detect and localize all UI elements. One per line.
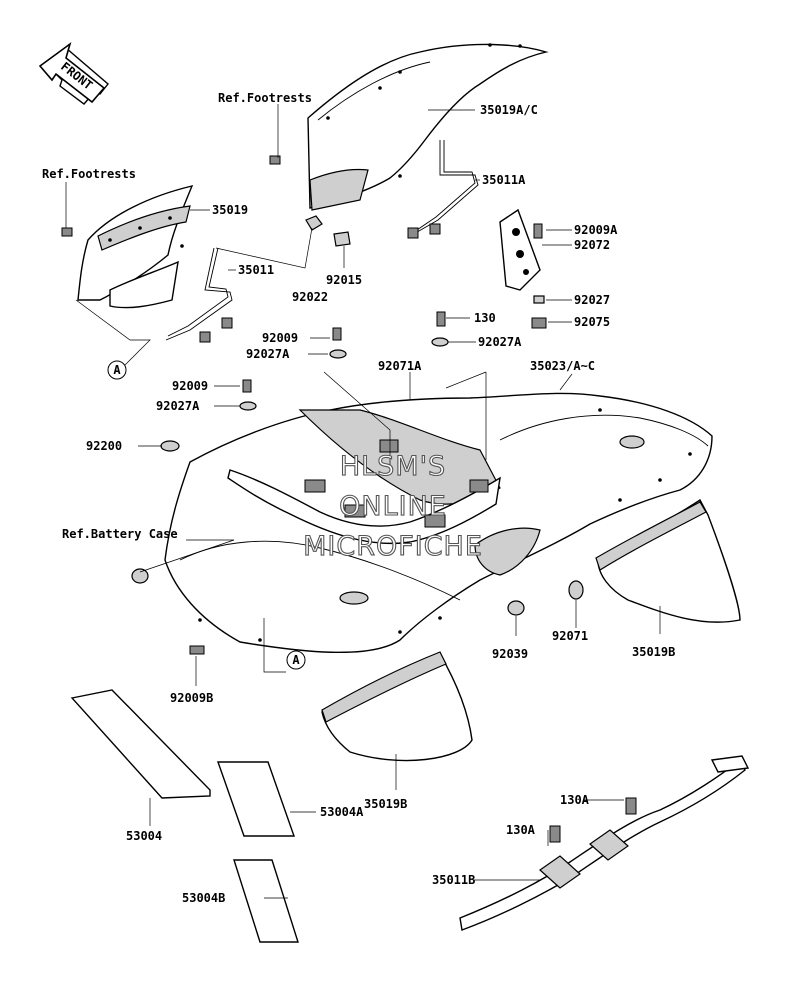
brace-35011B: [459, 755, 750, 931]
fender-35019AC: [307, 43, 549, 211]
label-130: 130: [474, 311, 496, 325]
label-92009B: 92009B: [170, 691, 213, 705]
label-92009-a: 92009: [262, 331, 298, 345]
label-92039: 92039: [492, 647, 528, 661]
label-ref-footrests-1: Ref.Footrests: [218, 91, 312, 105]
label-53004B: 53004B: [182, 891, 225, 905]
callout-a-lower: A: [286, 650, 306, 670]
svg-text:A: A: [113, 363, 121, 377]
label-35019AC: 35019A/C: [480, 103, 538, 117]
callout-a-upper: A: [107, 360, 127, 380]
label-35011A: 35011A: [482, 173, 526, 187]
svg-text:ONLINE: ONLINE: [339, 491, 447, 522]
svg-text:MICROFICHE: MICROFICHE: [303, 531, 483, 562]
label-35019: 35019: [212, 203, 248, 217]
label-92200: 92200: [86, 439, 122, 453]
label-35023: 35023/A~C: [530, 359, 595, 373]
label-92027: 92027: [574, 293, 610, 307]
fender-35019: [77, 185, 194, 309]
label-92027A-b: 92027A: [156, 399, 200, 413]
hardware: [61, 155, 584, 655]
svg-text:A: A: [292, 653, 300, 667]
label-92027A-top: 92027A: [478, 335, 522, 349]
svg-text:HLSM'S: HLSM'S: [340, 451, 446, 482]
label-92072: 92072: [574, 238, 610, 252]
label-92071A: 92071A: [378, 359, 422, 373]
body-panel-35023: [164, 392, 713, 654]
label-130A-bottom: 130A: [506, 823, 536, 837]
label-92022: 92022: [292, 290, 328, 304]
watermark: HLSM'S ONLINE MICROFICHE: [303, 450, 483, 562]
label-ref-battery-case: Ref.Battery Case: [62, 527, 178, 541]
label-35011: 35011: [238, 263, 274, 277]
label-92009-b: 92009: [172, 379, 208, 393]
mudflap-35019B-right: [595, 498, 741, 623]
decals: [70, 689, 299, 943]
label-53004A: 53004A: [320, 805, 364, 819]
label-130A-top: 130A: [560, 793, 590, 807]
label-53004: 53004: [126, 829, 162, 843]
front-arrow-icon: FRONT: [38, 41, 109, 105]
label-92071: 92071: [552, 629, 588, 643]
label-ref-footrests-2: Ref.Footrests: [42, 167, 136, 181]
label-92015: 92015: [326, 273, 362, 287]
mudflap-35019B-bottom: [321, 651, 473, 762]
part-labels: Ref.Footrests 35019A/C 35011A Ref.Footre…: [42, 91, 675, 905]
label-35011B: 35011B: [432, 873, 475, 887]
label-92009A: 92009A: [574, 223, 618, 237]
label-35019B-bottom: 35019B: [364, 797, 407, 811]
label-92027A-a: 92027A: [246, 347, 290, 361]
bracket-92072: [499, 208, 541, 291]
bracket-35011A: [407, 140, 479, 239]
bracket-35011: [165, 247, 233, 343]
label-35019B-right: 35019B: [632, 645, 675, 659]
leader-lines: [65, 104, 661, 899]
label-92075: 92075: [574, 315, 610, 329]
